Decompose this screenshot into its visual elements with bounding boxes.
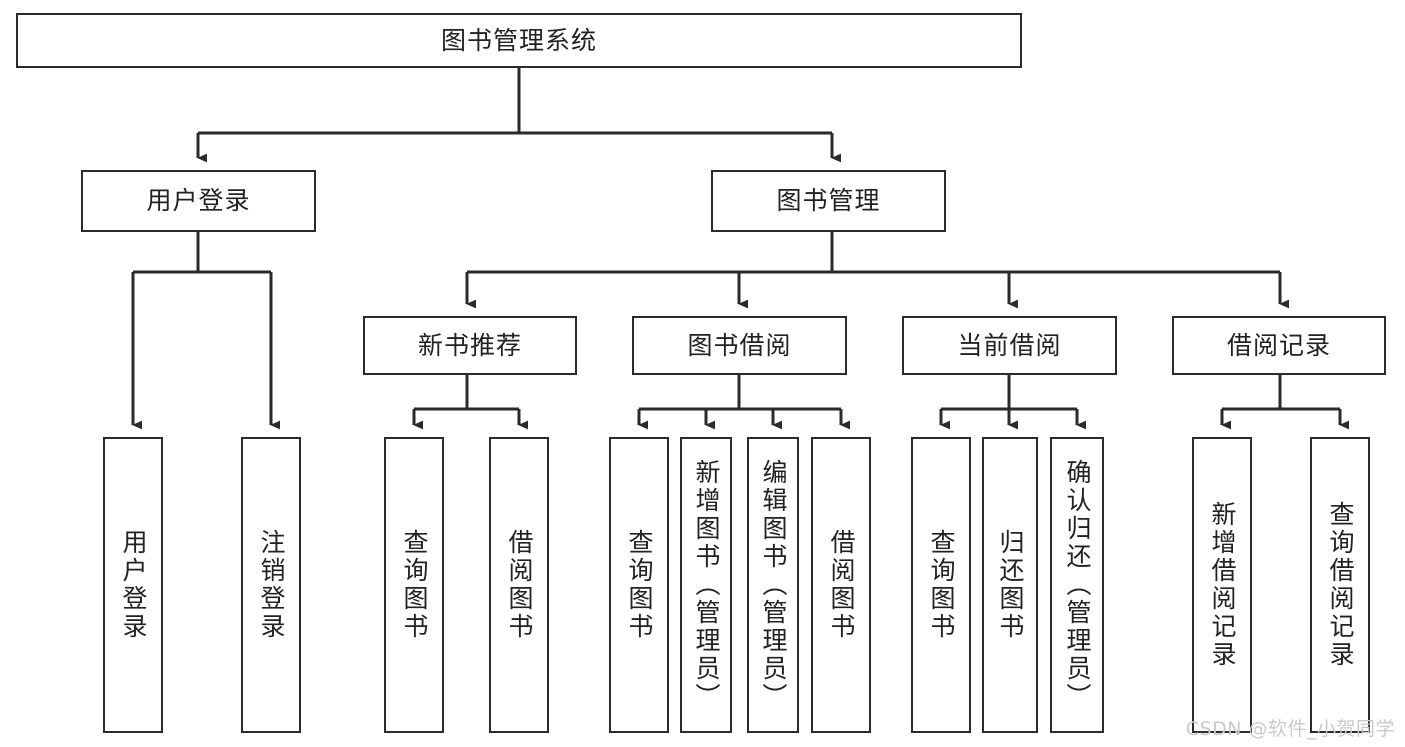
leaf-current-query-book[interactable]: 查询图书	[911, 437, 971, 733]
node-book-management[interactable]: 图书管理	[711, 170, 946, 232]
node-label: 查询图书	[625, 529, 654, 641]
csdn-watermark: CSDN @软件_小贺同学	[1185, 718, 1395, 740]
node-label: 查询借阅记录	[1326, 501, 1355, 669]
node-label: 借阅图书	[827, 529, 856, 641]
node-label: 用户登录	[119, 529, 148, 641]
leaf-current-confirm-return-admin[interactable]: 确认归还（管理员）	[1050, 437, 1104, 733]
leaf-records-add-record[interactable]: 新增借阅记录	[1192, 437, 1252, 733]
leaf-borrow-add-book-admin[interactable]: 新增图书（管理员）	[680, 437, 732, 733]
node-label: 新书推荐	[417, 330, 522, 360]
leaf-user-logout[interactable]: 注销登录	[241, 437, 301, 733]
node-label: 图书管理	[776, 186, 881, 216]
leaf-user-login[interactable]: 用户登录	[103, 437, 163, 733]
node-label: 查询图书	[927, 529, 956, 641]
node-label: 新增图书（管理员）	[692, 459, 721, 711]
node-label: 新增借阅记录	[1208, 501, 1237, 669]
node-label: 当前借阅	[957, 330, 1062, 360]
node-label: 图书借阅	[687, 330, 792, 360]
node-label: 编辑图书（管理员）	[759, 459, 788, 711]
leaf-newbooks-query-book[interactable]: 查询图书	[384, 437, 444, 733]
node-label: 图书管理系统	[440, 25, 597, 55]
node-label: 确认归还（管理员）	[1063, 459, 1092, 711]
node-label: 注销登录	[257, 529, 286, 641]
leaf-borrow-query-book[interactable]: 查询图书	[609, 437, 669, 733]
leaf-borrow-borrow-book[interactable]: 借阅图书	[811, 437, 871, 733]
node-label: 查询图书	[400, 529, 429, 641]
node-label: 借阅图书	[505, 529, 534, 641]
node-current-borrowing[interactable]: 当前借阅	[902, 316, 1117, 375]
node-label: 借阅记录	[1226, 330, 1331, 360]
leaf-records-query-record[interactable]: 查询借阅记录	[1310, 437, 1370, 733]
node-book-borrowing[interactable]: 图书借阅	[632, 316, 847, 375]
node-label: 用户登录	[146, 186, 251, 216]
node-root-system[interactable]: 图书管理系统	[16, 13, 1022, 68]
node-user-login[interactable]: 用户登录	[81, 170, 316, 232]
node-borrow-records[interactable]: 借阅记录	[1172, 316, 1386, 375]
leaf-current-return-book[interactable]: 归还图书	[982, 437, 1038, 733]
leaf-newbooks-borrow-book[interactable]: 借阅图书	[489, 437, 549, 733]
leaf-borrow-edit-book-admin[interactable]: 编辑图书（管理员）	[747, 437, 799, 733]
node-label: 归还图书	[996, 529, 1025, 641]
node-new-book-recommendation[interactable]: 新书推荐	[363, 316, 577, 375]
